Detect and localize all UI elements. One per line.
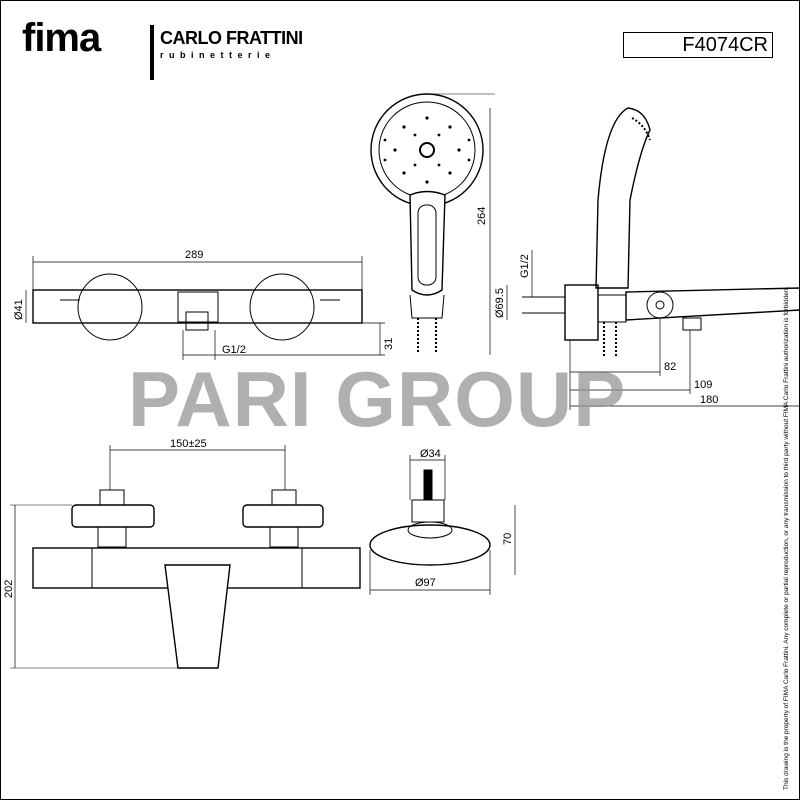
shower-head-side bbox=[369, 455, 516, 595]
dim-70: 70 bbox=[502, 533, 514, 545]
right-handle bbox=[249, 273, 315, 341]
dim-diameter-41: Ø41 bbox=[13, 299, 25, 320]
watermark: PARI GROUP bbox=[128, 355, 627, 443]
logo-carlo-frattini: CARLO FRATTINI bbox=[160, 28, 303, 48]
hand-shower-front bbox=[370, 93, 495, 355]
left-handle bbox=[77, 273, 143, 341]
dim-diameter-69-5: Ø69.5 bbox=[494, 288, 506, 318]
center-block bbox=[177, 291, 219, 323]
dim-109: 109 bbox=[694, 379, 712, 391]
dim-diameter-34: Ø34 bbox=[420, 448, 441, 460]
logo-fima: fima bbox=[22, 16, 101, 60]
side-view bbox=[506, 107, 800, 410]
dim-g12-side: G1/2 bbox=[519, 254, 531, 278]
dim-180: 180 bbox=[700, 394, 718, 406]
dim-diameter-97: Ø97 bbox=[415, 577, 436, 589]
product-code: F4074CR bbox=[623, 32, 773, 58]
front-view bbox=[10, 445, 361, 669]
dim-264: 264 bbox=[476, 207, 488, 225]
top-view bbox=[25, 256, 385, 360]
valve-body bbox=[32, 289, 363, 324]
dim-31: 31 bbox=[383, 338, 395, 350]
logo-tagline: rubinetterie bbox=[160, 50, 276, 60]
dim-289: 289 bbox=[185, 249, 203, 261]
legal-notice: This drawing is the property of FIMA Car… bbox=[783, 286, 790, 790]
logo-divider bbox=[150, 25, 154, 80]
dim-150-25: 150±25 bbox=[170, 438, 207, 450]
dim-82: 82 bbox=[664, 361, 676, 373]
outlet bbox=[185, 311, 209, 331]
dim-202: 202 bbox=[3, 580, 15, 598]
dim-g12-top: G1/2 bbox=[222, 344, 246, 356]
